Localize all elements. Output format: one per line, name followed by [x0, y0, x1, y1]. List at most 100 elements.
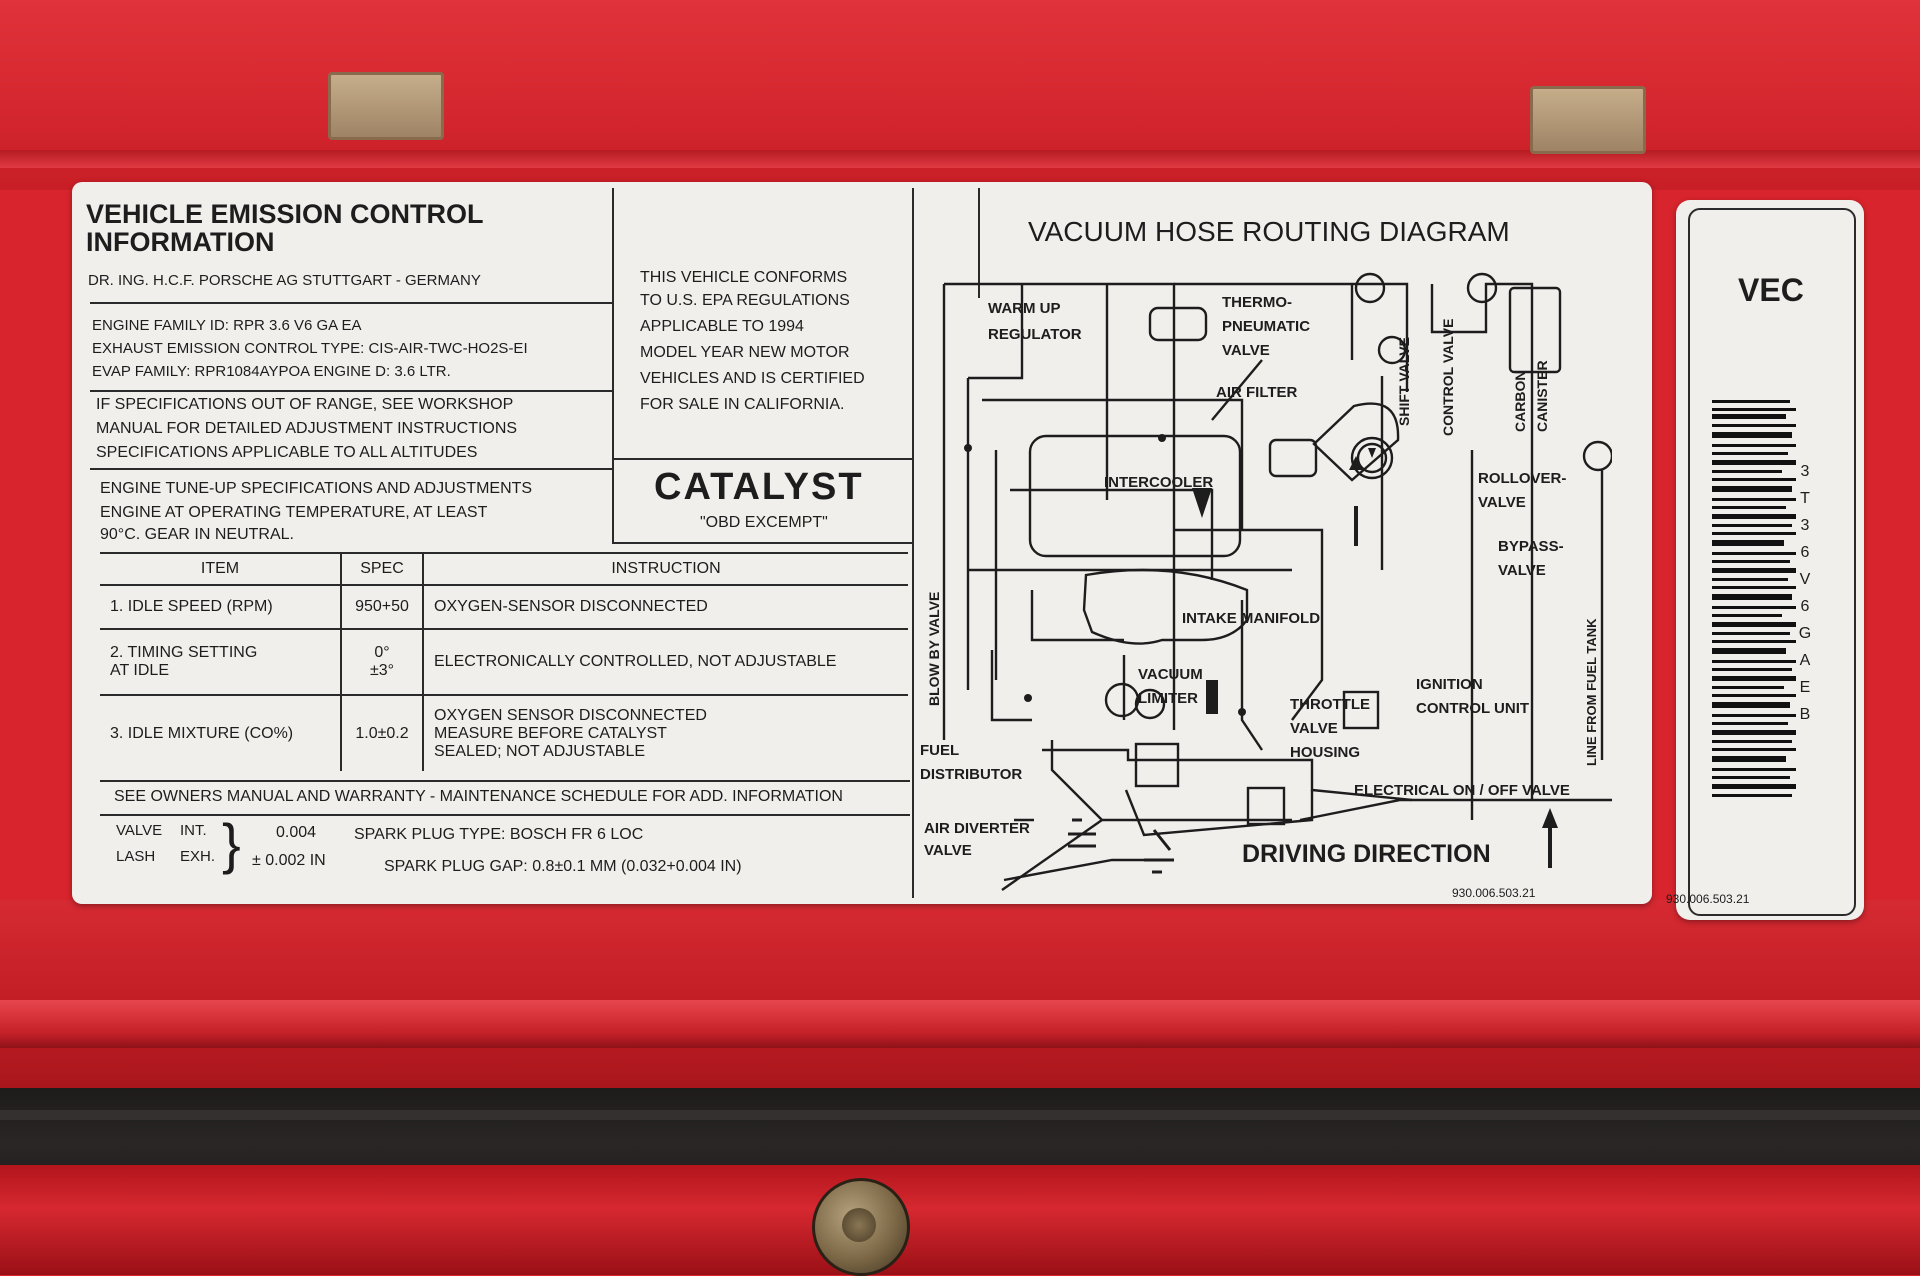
hose-line [944, 282, 1176, 730]
hose-line [1124, 789, 1314, 837]
barcode-char: B [1799, 706, 1811, 723]
lash-text: LASH [116, 848, 156, 865]
table-cell: OXYGEN-SENSOR DISCONNECTED [423, 584, 908, 629]
hose-line [968, 284, 1024, 380]
hose-joint [964, 444, 972, 452]
diagram-label: FUEL [920, 742, 960, 759]
panel-seam [0, 150, 1920, 168]
spec-notice-line: SPECIFICATIONS APPLICABLE TO ALL ALTITUD… [96, 444, 478, 461]
divider [100, 780, 910, 782]
table-cell: 3. IDLE MIXTURE (CO%) [100, 694, 341, 771]
blow-by-fitting [1192, 488, 1212, 518]
barcode-bar [1712, 622, 1796, 627]
diagram-label: SHIFT VALVE [1396, 337, 1412, 426]
car-paint-bottom-strip [0, 1165, 1920, 1275]
throttle-valve-box [1246, 786, 1286, 826]
diagram-label: ROLLOVER- [1478, 470, 1567, 487]
barcode-bar [1712, 506, 1786, 509]
hose-line [1430, 282, 1534, 800]
spec-notice-line: IF SPECIFICATIONS OUT OF RANGE, SEE WORK… [96, 396, 514, 413]
divider [90, 390, 612, 392]
divider [612, 458, 912, 460]
exh-value: ± 0.002 IN [252, 852, 326, 869]
bolt-core [842, 1208, 876, 1242]
barcode-bar [1712, 414, 1786, 419]
intake-manifold-outline [1082, 568, 1249, 645]
barcode-bar [1712, 424, 1796, 427]
diagram-label: CONTROL VALVE [1440, 318, 1456, 436]
table-cell: ELECTRONICALLY CONTROLLED, NOT ADJUSTABL… [423, 628, 908, 695]
diagram-label: THERMO- [1222, 294, 1292, 311]
vec-part-number: 930.006.503.21 [1666, 892, 1750, 906]
barcode-bar [1712, 748, 1796, 751]
barcode-bar [1712, 514, 1796, 519]
diagram-label: ELECTRICAL ON / OFF VALVE [1354, 782, 1570, 799]
hose-line [1352, 282, 1409, 392]
bypass-valve-stem [1354, 506, 1358, 546]
divider [90, 468, 612, 470]
air-diverter-symbol [1068, 818, 1096, 848]
hose-line [1050, 740, 1292, 822]
barcode-bar [1712, 614, 1782, 617]
manufacturer-text: DR. ING. H.C.F. PORSCHE AG STUTTGART - G… [88, 272, 481, 289]
barcode-bar [1712, 686, 1784, 689]
hose-line [1003, 858, 1152, 882]
diagram-label: VALVE [1222, 342, 1270, 359]
diagram-label: VALVE [1498, 562, 1546, 579]
conformance-line: APPLICABLE TO 1994 [640, 318, 804, 335]
brace-glyph: } [222, 812, 241, 875]
air-diverter-symbol [1144, 829, 1174, 874]
hose-line [982, 398, 1244, 530]
diagram-label: VALVE [1478, 494, 1526, 511]
barcode-char: 3 [1800, 463, 1810, 480]
barcode-bar [1712, 648, 1786, 654]
diagram-label: LINE FROM FUEL TANK [1584, 618, 1599, 766]
intercooler-box [1268, 438, 1318, 478]
exh-text: EXH. [180, 848, 216, 865]
hose-line [1042, 748, 1413, 802]
tuneup-line: ENGINE AT OPERATING TEMPERATURE, AT LEAS… [100, 504, 488, 521]
conformance-line: TO U.S. EPA REGULATIONS [640, 292, 850, 309]
diagram-label: VALVE [1290, 720, 1338, 737]
valve-marker [1368, 448, 1376, 458]
barcode-bar [1712, 640, 1796, 643]
divider [612, 542, 912, 544]
barcode-bar [1712, 632, 1790, 635]
hose-line [1030, 590, 1124, 642]
barcode-bar [1712, 578, 1788, 581]
owners-note: SEE OWNERS MANUAL AND WARRANTY - MAINTEN… [114, 788, 843, 805]
barcode-char: V [1799, 571, 1811, 588]
engine-family-text: ENGINE FAMILY ID: RPR 3.6 V6 GA EA [92, 317, 362, 334]
air-filter-element [1350, 436, 1394, 480]
barcode-bar [1712, 730, 1796, 735]
warm-up-regulator-box [1148, 306, 1208, 342]
label-title: VEHICLE EMISSION CONTROL INFORMATION [86, 199, 484, 257]
barcode-characters: 3 T 3 6 V 6 G A E B [1798, 458, 1812, 728]
diagram-label: LIMITER [1138, 690, 1198, 707]
diagram-label: AIR FILTER [1216, 384, 1298, 401]
barcode-char: A [1799, 652, 1811, 669]
hose-joint [1024, 694, 1032, 702]
vec-title: VEC [1738, 272, 1804, 308]
barcode-char: T [1800, 490, 1810, 507]
spec-notice-line: MANUAL FOR DETAILED ADJUSTMENT INSTRUCTI… [96, 420, 518, 437]
diagram-label: THROTTLE [1290, 696, 1370, 713]
divider [100, 814, 910, 816]
divider [612, 188, 614, 544]
barcode-char: E [1799, 679, 1811, 696]
barcode-bar [1712, 552, 1796, 555]
evap-family-text: EVAP FAMILY: RPR1084AYPOA ENGINE D: 3.6 … [92, 363, 451, 380]
table-cell: 1. IDLE SPEED (RPM) [100, 584, 341, 629]
air-diverter-stem [1206, 680, 1218, 714]
exhaust-control-text: EXHAUST EMISSION CONTROL TYPE: CIS-AIR-T… [92, 340, 528, 357]
table-header: INSTRUCTION [423, 552, 908, 585]
diagram-label: IGNITION [1416, 676, 1483, 693]
ignition-control-box [1342, 690, 1380, 730]
barcode-bar [1712, 586, 1796, 589]
car-paint-lower [0, 900, 1920, 1090]
barcode-bar [1712, 794, 1792, 797]
diagram-label: HOUSING [1290, 744, 1361, 761]
thermo-valve-circle [1377, 335, 1407, 365]
hose-joint [1158, 434, 1166, 442]
conformance-line: FOR SALE IN CALIFORNIA. [640, 396, 845, 413]
